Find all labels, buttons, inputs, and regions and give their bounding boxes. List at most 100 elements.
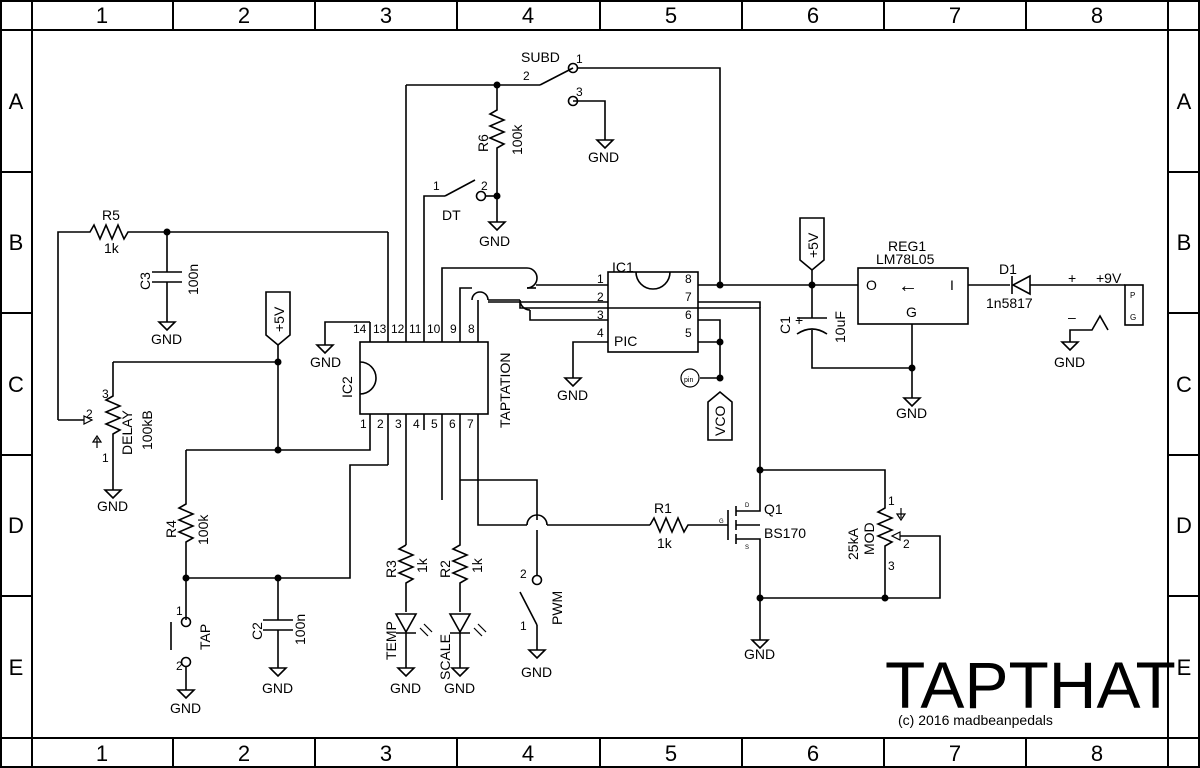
supply-plus: +	[1068, 270, 1076, 286]
r1-ref: R1	[654, 500, 672, 516]
row-label-c-right: C	[1176, 372, 1192, 397]
column-label-7-bottom: 7	[949, 741, 961, 766]
c3-capacitor: GND C3 100n	[137, 232, 201, 347]
row-label-d: D	[8, 513, 24, 538]
dt-ref: DT	[442, 207, 461, 223]
ic2-chip: IC2 TAPTATION 14 13 12 11 10 9 8 1 2	[339, 85, 513, 545]
dt-gnd-label: GND	[479, 233, 510, 249]
ic1-gnd-label: GND	[557, 387, 588, 403]
d1-value: 1n5817	[986, 295, 1033, 311]
scale-ref: SCALE	[437, 634, 453, 680]
ic2-pin-11: 11	[409, 322, 422, 336]
ic-interconnect-nets: GND	[441, 67, 858, 470]
ic2-pin-3: 3	[395, 417, 402, 431]
ic2-pin-2: 2	[377, 417, 384, 431]
mod-potentiometer: 1 2 3 25kA MOD	[760, 469, 941, 602]
column-label-5-bottom: 5	[665, 741, 677, 766]
r6-value: 100k	[509, 124, 525, 155]
vplus-5v-ic2: +5V	[186, 291, 371, 454]
pwm-pin-1: 1	[520, 619, 527, 633]
c2-value: 100n	[292, 614, 308, 645]
ic2-pin-10: 10	[427, 322, 441, 336]
column-label-5: 5	[665, 3, 677, 28]
r6-ref: R6	[475, 134, 491, 152]
column-label-2: 2	[238, 3, 250, 28]
ic1-pin-3: 3	[597, 308, 604, 322]
pwm-gnd-label: GND	[521, 664, 552, 680]
pwm-pin-2: 2	[520, 567, 527, 581]
r1-resistor: R1 1k	[649, 500, 728, 551]
ic2-pin-1: 1	[360, 417, 367, 431]
ic1-pin-4: 4	[597, 326, 604, 340]
tap-ref: TAP	[197, 624, 213, 650]
tap-pin-1: 1	[176, 604, 183, 618]
delay-pin-2: 2	[86, 407, 93, 421]
c3-ref: C3	[137, 272, 153, 290]
subd-pin-3: 3	[576, 85, 583, 99]
scale-gnd-label: GND	[444, 680, 475, 696]
row-label-d-right: D	[1176, 513, 1192, 538]
vplus-5v-reg: +5V + C1 10uF	[777, 217, 912, 369]
ic1-pin-2: 2	[597, 290, 604, 304]
pwm-switch: GND PWM 2 1	[519, 567, 565, 680]
q1-pin-d: D	[745, 503, 750, 509]
reg1-arrow: ←	[898, 275, 918, 297]
column-label-6-bottom: 6	[807, 741, 819, 766]
column-label-8-bottom: 8	[1091, 741, 1103, 766]
dt-pin-1: 1	[433, 179, 440, 193]
r5-value: 1k	[104, 240, 120, 256]
q1-mosfet: G D S Q1 BS170 GND	[719, 466, 806, 662]
c2-gnd-label: GND	[262, 680, 293, 696]
ic1-ref: IC1	[612, 259, 634, 275]
r2-value: 1k	[469, 557, 485, 573]
c2-capacitor: GND C2 100n	[186, 464, 388, 696]
r4-value: 100k	[195, 514, 211, 545]
dc-pin-p: P	[1130, 291, 1135, 300]
ic2-pin14-gnd-net: GND	[310, 321, 370, 370]
title-name: TAPTHAT	[885, 648, 1176, 722]
row-label-c: C	[8, 372, 24, 397]
column-label-6: 6	[807, 3, 819, 28]
ic1-chip: IC1 PIC 1 2 3 4 8 7 6 5	[597, 259, 699, 353]
ic1-pin-1: 1	[597, 272, 604, 286]
r4-resistor: R4 100k	[163, 450, 211, 620]
dc-gnd-label: GND	[1054, 354, 1085, 370]
reg1-pin-g: G	[906, 304, 917, 320]
temp-gnd-label: GND	[390, 680, 421, 696]
delay-pin-1: 1	[102, 451, 109, 465]
dc-pin-g: G	[1130, 313, 1136, 322]
r3-ref: R3	[383, 560, 399, 578]
column-label-3: 3	[380, 3, 392, 28]
r2-ref: R2	[437, 560, 453, 578]
ic1-pin-5: 5	[685, 326, 692, 340]
row-label-b-right: B	[1177, 230, 1192, 255]
tap-gnd-label: GND	[170, 700, 201, 716]
vco-port: pin VCO	[680, 368, 733, 441]
title-copyright: (c) 2016 madbeanpedals	[898, 712, 1053, 728]
c1-plus: +	[795, 312, 803, 328]
q1-gnd-label: GND	[744, 646, 775, 662]
ic2-pin-7: 7	[467, 417, 474, 431]
ic2-pin-6: 6	[449, 417, 456, 431]
reg1-gnd-label: GND	[896, 405, 927, 421]
r1-value: 1k	[657, 535, 673, 551]
ic2-pin-4: 4	[413, 417, 420, 431]
row-label-a: A	[9, 89, 24, 114]
delay-ref: DELAY	[119, 409, 135, 455]
row-label-e: E	[9, 655, 24, 680]
ic2-pin-12: 12	[391, 322, 405, 336]
column-label-1: 1	[96, 3, 108, 28]
r3-value: 1k	[414, 557, 430, 573]
subd-gnd-label: GND	[588, 149, 619, 165]
mod-pin-1: 1	[888, 494, 895, 508]
vco-label: VCO	[712, 406, 728, 436]
mod-value: 25kA	[845, 527, 861, 560]
ic2-pin6-pin7-nets	[460, 450, 650, 575]
temp-ref: TEMP	[383, 621, 399, 660]
q1-value: BS170	[764, 525, 806, 541]
q1-pin-g: G	[719, 519, 724, 525]
mod-pin-3: 3	[888, 559, 895, 573]
vco-pad-label: pin	[684, 377, 693, 384]
